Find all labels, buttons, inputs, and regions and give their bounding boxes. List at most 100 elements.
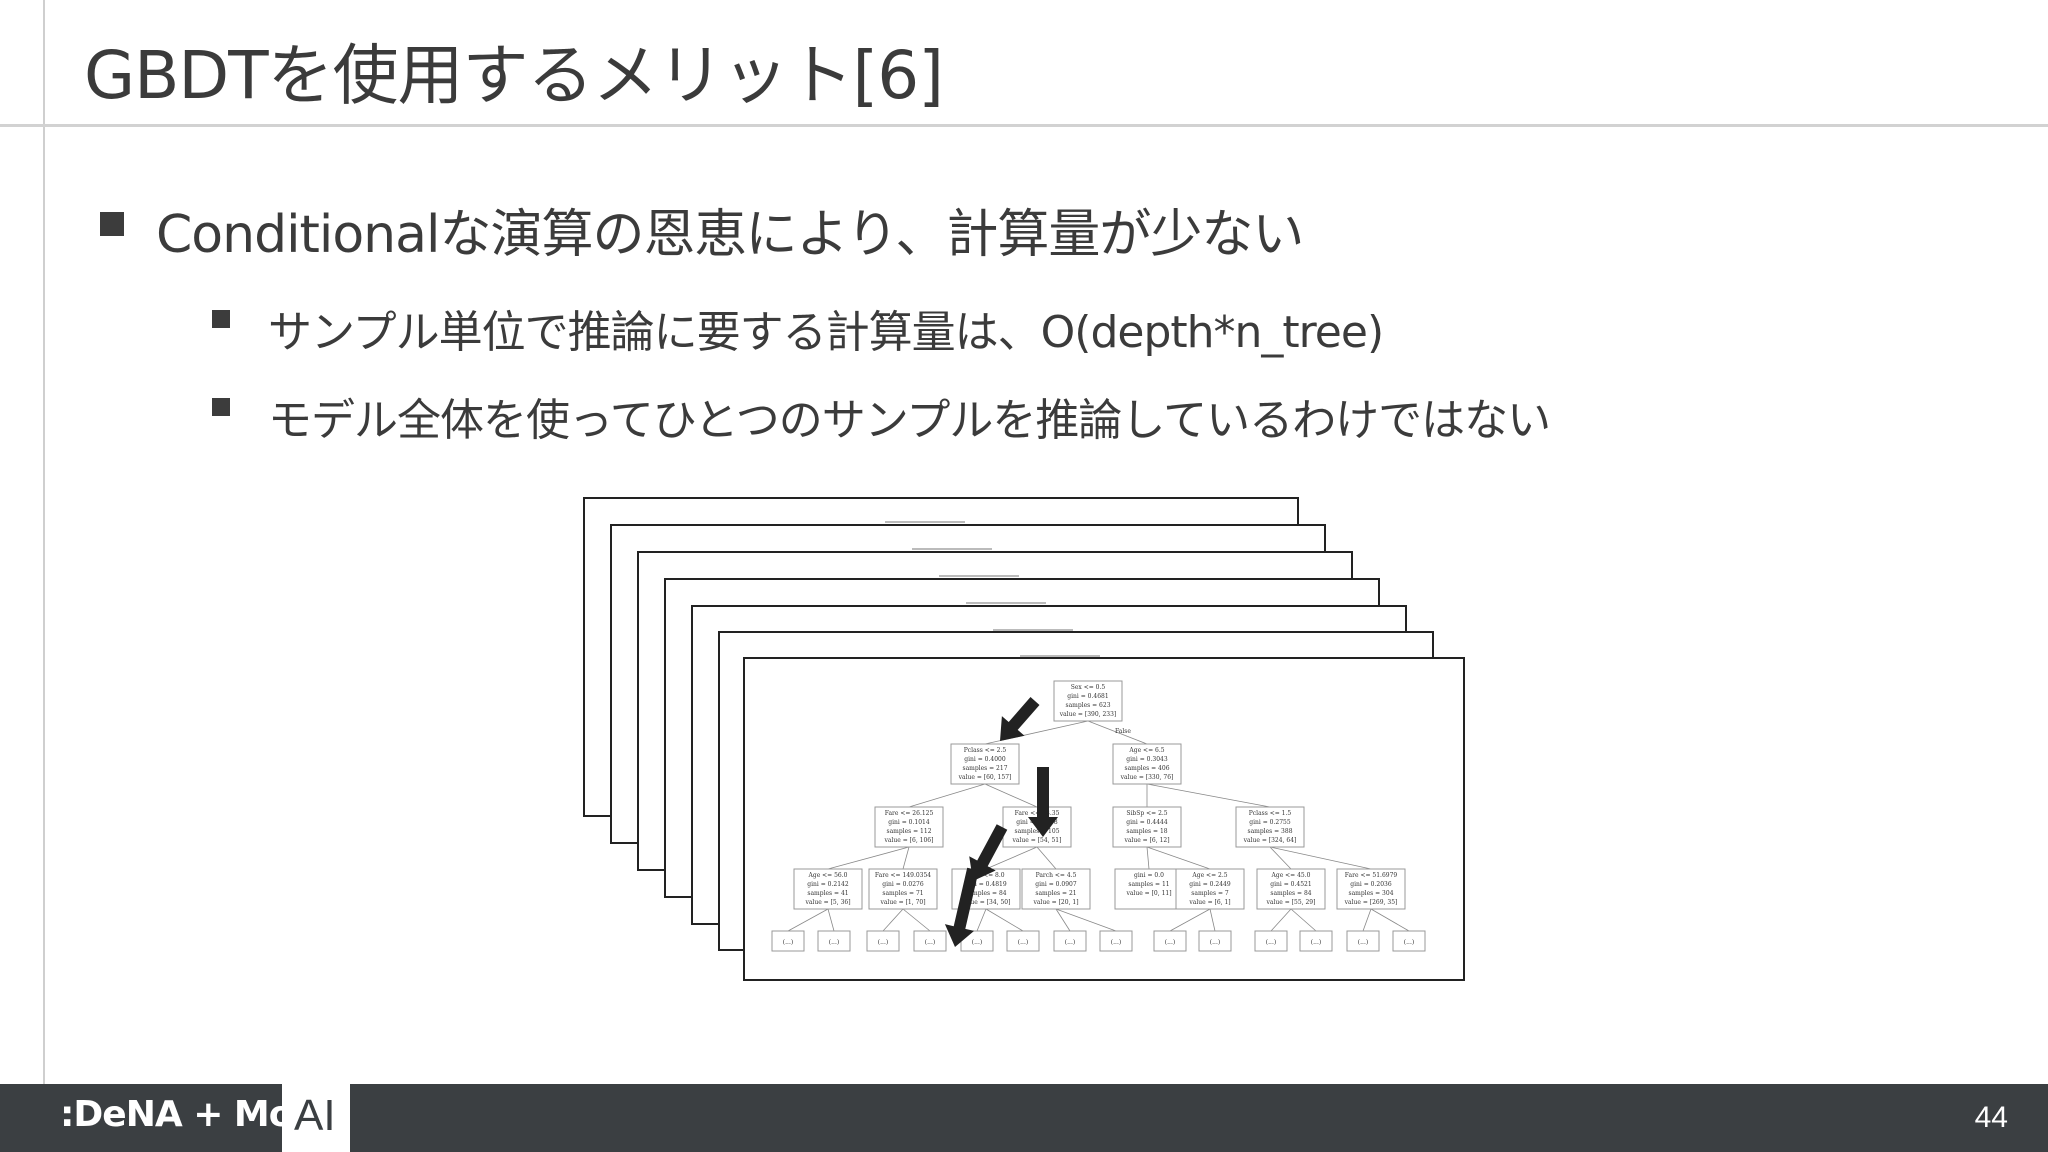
tree-leaf-node: (...) xyxy=(817,930,851,952)
bullet-square-icon xyxy=(212,398,230,416)
tree-node-text: value = [330, 76] xyxy=(1120,774,1174,781)
tree-node-text: Pclass <= 1.5 xyxy=(1249,810,1292,817)
tree-node-text: gini = 0.2449 xyxy=(1189,881,1231,888)
tree-edge xyxy=(985,908,1024,932)
tree-node-text: gini = 0.4819 xyxy=(965,881,1007,888)
tree-node-text: Fare <= 26.125 xyxy=(885,810,934,817)
svg-text:(...): (...) xyxy=(972,939,982,946)
tree-node: Age <= 56.0 gini = 0.2142 samples = 41 valu… xyxy=(793,868,863,910)
tree-node-text: samples = 7 xyxy=(1191,890,1229,897)
tree-node-text: samples = 304 xyxy=(1348,890,1393,897)
tree-node-text: samples = 217 xyxy=(962,765,1007,772)
tree-node-text: value = [34, 50] xyxy=(961,899,1011,906)
tree-node-text: samples = 41 xyxy=(807,890,848,897)
tree-node-text: gini = 0.2142 xyxy=(807,881,849,888)
tree-node-text: gini = 0.4444 xyxy=(1126,819,1168,826)
tree-node-text: Parch <= 4.5 xyxy=(1036,872,1077,879)
tree-node-text: value = [324, 64] xyxy=(1243,837,1297,844)
tree-node-text: gini = 0.4521 xyxy=(1270,881,1311,888)
tree-edge xyxy=(1146,846,1211,870)
tree-node: Pclass <= 2.5 gini = 0.4000 samples = 217 v… xyxy=(950,743,1020,785)
tree-node-text: gini = 0.3043 xyxy=(1126,756,1168,763)
tree-node-text: gini = 0.0 xyxy=(1134,872,1164,879)
tree-node-text: Age <= 6.5 xyxy=(1128,747,1164,754)
tree-edge xyxy=(787,908,829,932)
tree-node-text: Fare <= 51.6979 xyxy=(1345,872,1398,879)
path-arrow-icon xyxy=(969,824,1008,881)
tree-node-text: gini = 0.2755 xyxy=(1249,819,1291,826)
svg-text:(...): (...) xyxy=(1111,939,1121,946)
tree-node-text: gini = 0.1014 xyxy=(888,819,930,826)
tree-leaf-node: (...) xyxy=(1153,930,1187,952)
tree-node-text: samples = 21 xyxy=(1035,890,1076,897)
title-divider xyxy=(0,124,2048,127)
tree-edge xyxy=(902,846,910,870)
tree-node-text: Sex <= 0.5 xyxy=(1071,684,1106,691)
tree-leaf-node: (...) xyxy=(1254,930,1288,952)
tree-node-text: samples = 84 xyxy=(1270,890,1311,897)
tree-leaf-node: (...) xyxy=(866,930,900,952)
tree-node-text: value = [5, 36] xyxy=(804,899,850,906)
tree-edge xyxy=(1036,846,1057,870)
tree-node-text: gini = 0.0276 xyxy=(882,881,924,888)
left-margin-line xyxy=(43,0,45,1084)
svg-text:(...): (...) xyxy=(1311,939,1321,946)
tree-node-text: samples = 406 xyxy=(1124,765,1169,772)
ai-logo-text: AI xyxy=(294,1091,336,1140)
tree-node-text: Fare <= 8.0 xyxy=(967,872,1004,879)
bullet-text-3: モデル全体を使ってひとつのサンプルを推論しているわけではない xyxy=(268,395,1551,446)
tree-edge xyxy=(1362,908,1372,932)
tree-edge xyxy=(985,846,1038,870)
tree-node-text: value = [6, 106] xyxy=(884,837,934,844)
tree-node-text: value = [54, 51] xyxy=(1012,837,1062,844)
path-arrow-icon xyxy=(944,867,979,947)
tree-node-text: value = [60, 157] xyxy=(958,774,1012,781)
tree-node-text: value = [1, 70] xyxy=(879,899,925,906)
tree-node-text: SibSp <= 2.5 xyxy=(1126,810,1167,817)
svg-text:(...): (...) xyxy=(1266,939,1276,946)
bullet-text-2: サンプル単位で推論に要する計算量は、O(depth*n_tree) xyxy=(268,307,1384,358)
ai-logo-box xyxy=(282,1084,350,1152)
bullet-square-icon xyxy=(100,212,124,236)
tree-edge xyxy=(1209,908,1216,932)
tree-node-text: Age <= 56.0 xyxy=(808,872,848,879)
dena-mot-logo: :DeNA + MoT xyxy=(60,1094,317,1135)
svg-text:(...): (...) xyxy=(1018,939,1028,946)
svg-text:(...): (...) xyxy=(829,939,839,946)
path-arrow-icon xyxy=(1000,697,1040,741)
tree-leaf-node: (...) xyxy=(1053,930,1087,952)
tree-node-text: Pclass <= 2.5 xyxy=(964,747,1007,754)
tree-edge xyxy=(908,783,986,808)
tree-node: Pclass <= 1.5 gini = 0.2755 samples = 388 v… xyxy=(1235,806,1305,848)
tree-node-text: samples = 105 xyxy=(1014,828,1059,835)
bullet-text-1: Conditionalな演算の恩恵により、計算量が少ない xyxy=(156,205,1304,265)
tree-node-text: samples = 388 xyxy=(1247,828,1292,835)
tree-leaf-node: (...) xyxy=(1099,930,1133,952)
tree-node-text: value = [20, 1] xyxy=(1032,899,1078,906)
tree-node-text: samples = 71 xyxy=(882,890,923,897)
path-arrow-icon xyxy=(1028,767,1058,837)
tree-node-text: gini = 0.4000 xyxy=(964,756,1006,763)
tree-edge xyxy=(1146,846,1150,870)
tree-node-text: samples = 84 xyxy=(965,890,1006,897)
tree-node-text: gini = 0.4681 xyxy=(1067,693,1108,700)
svg-text:(...): (...) xyxy=(783,939,793,946)
tree-leaf-node: (...) xyxy=(771,930,805,952)
svg-text:(...): (...) xyxy=(1210,939,1220,946)
tree-edge xyxy=(1055,908,1071,932)
tree-leaf-node: (...) xyxy=(1392,930,1426,952)
svg-text:(...): (...) xyxy=(878,939,888,946)
tree-edge xyxy=(1169,908,1211,932)
tree-node-text: samples = 112 xyxy=(886,828,931,835)
tree-node-text: gini = 0.0907 xyxy=(1035,881,1077,888)
tree-edge xyxy=(1270,908,1292,932)
svg-text:(...): (...) xyxy=(925,939,935,946)
tree-node-text: value = [269, 35] xyxy=(1344,899,1398,906)
svg-text:(...): (...) xyxy=(1358,939,1368,946)
